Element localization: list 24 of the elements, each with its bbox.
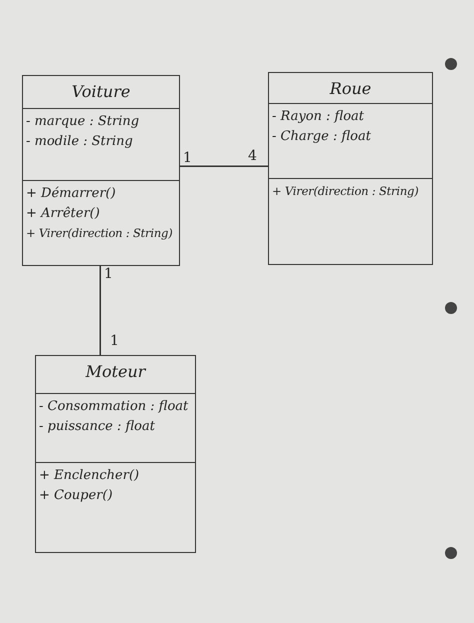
multiplicity-label: 1 [183,150,192,166]
method-text: + Virer(direction : String) [272,184,420,198]
attribute-text: - modile : String [26,134,134,149]
attribute-text: - puissance : float [39,419,156,434]
multiplicity-label: 1 [110,333,119,349]
class-name: Roue [328,79,372,98]
association-line [100,266,101,355]
class-box [35,355,196,553]
class-box [268,72,433,265]
method-text: + Couper() [39,488,114,503]
association-line [180,165,268,167]
method-text: + Enclencher() [39,468,140,483]
attribute-text: - Rayon : float [272,109,366,124]
attribute-text: - Charge : float [272,129,372,144]
class-name: Moteur [84,362,148,381]
attribute-text: - Consommation : float [39,399,190,414]
method-text: + Virer(direction : String) [26,226,174,240]
multiplicity-label: 1 [104,266,113,282]
method-text: + Démarrer() [26,186,117,201]
multiplicity-label: 4 [248,148,257,164]
attribute-text: - marque : String [26,114,140,129]
class-box [22,75,180,266]
class-name: Voiture [70,82,132,101]
method-text: + Arrêter() [26,206,101,221]
